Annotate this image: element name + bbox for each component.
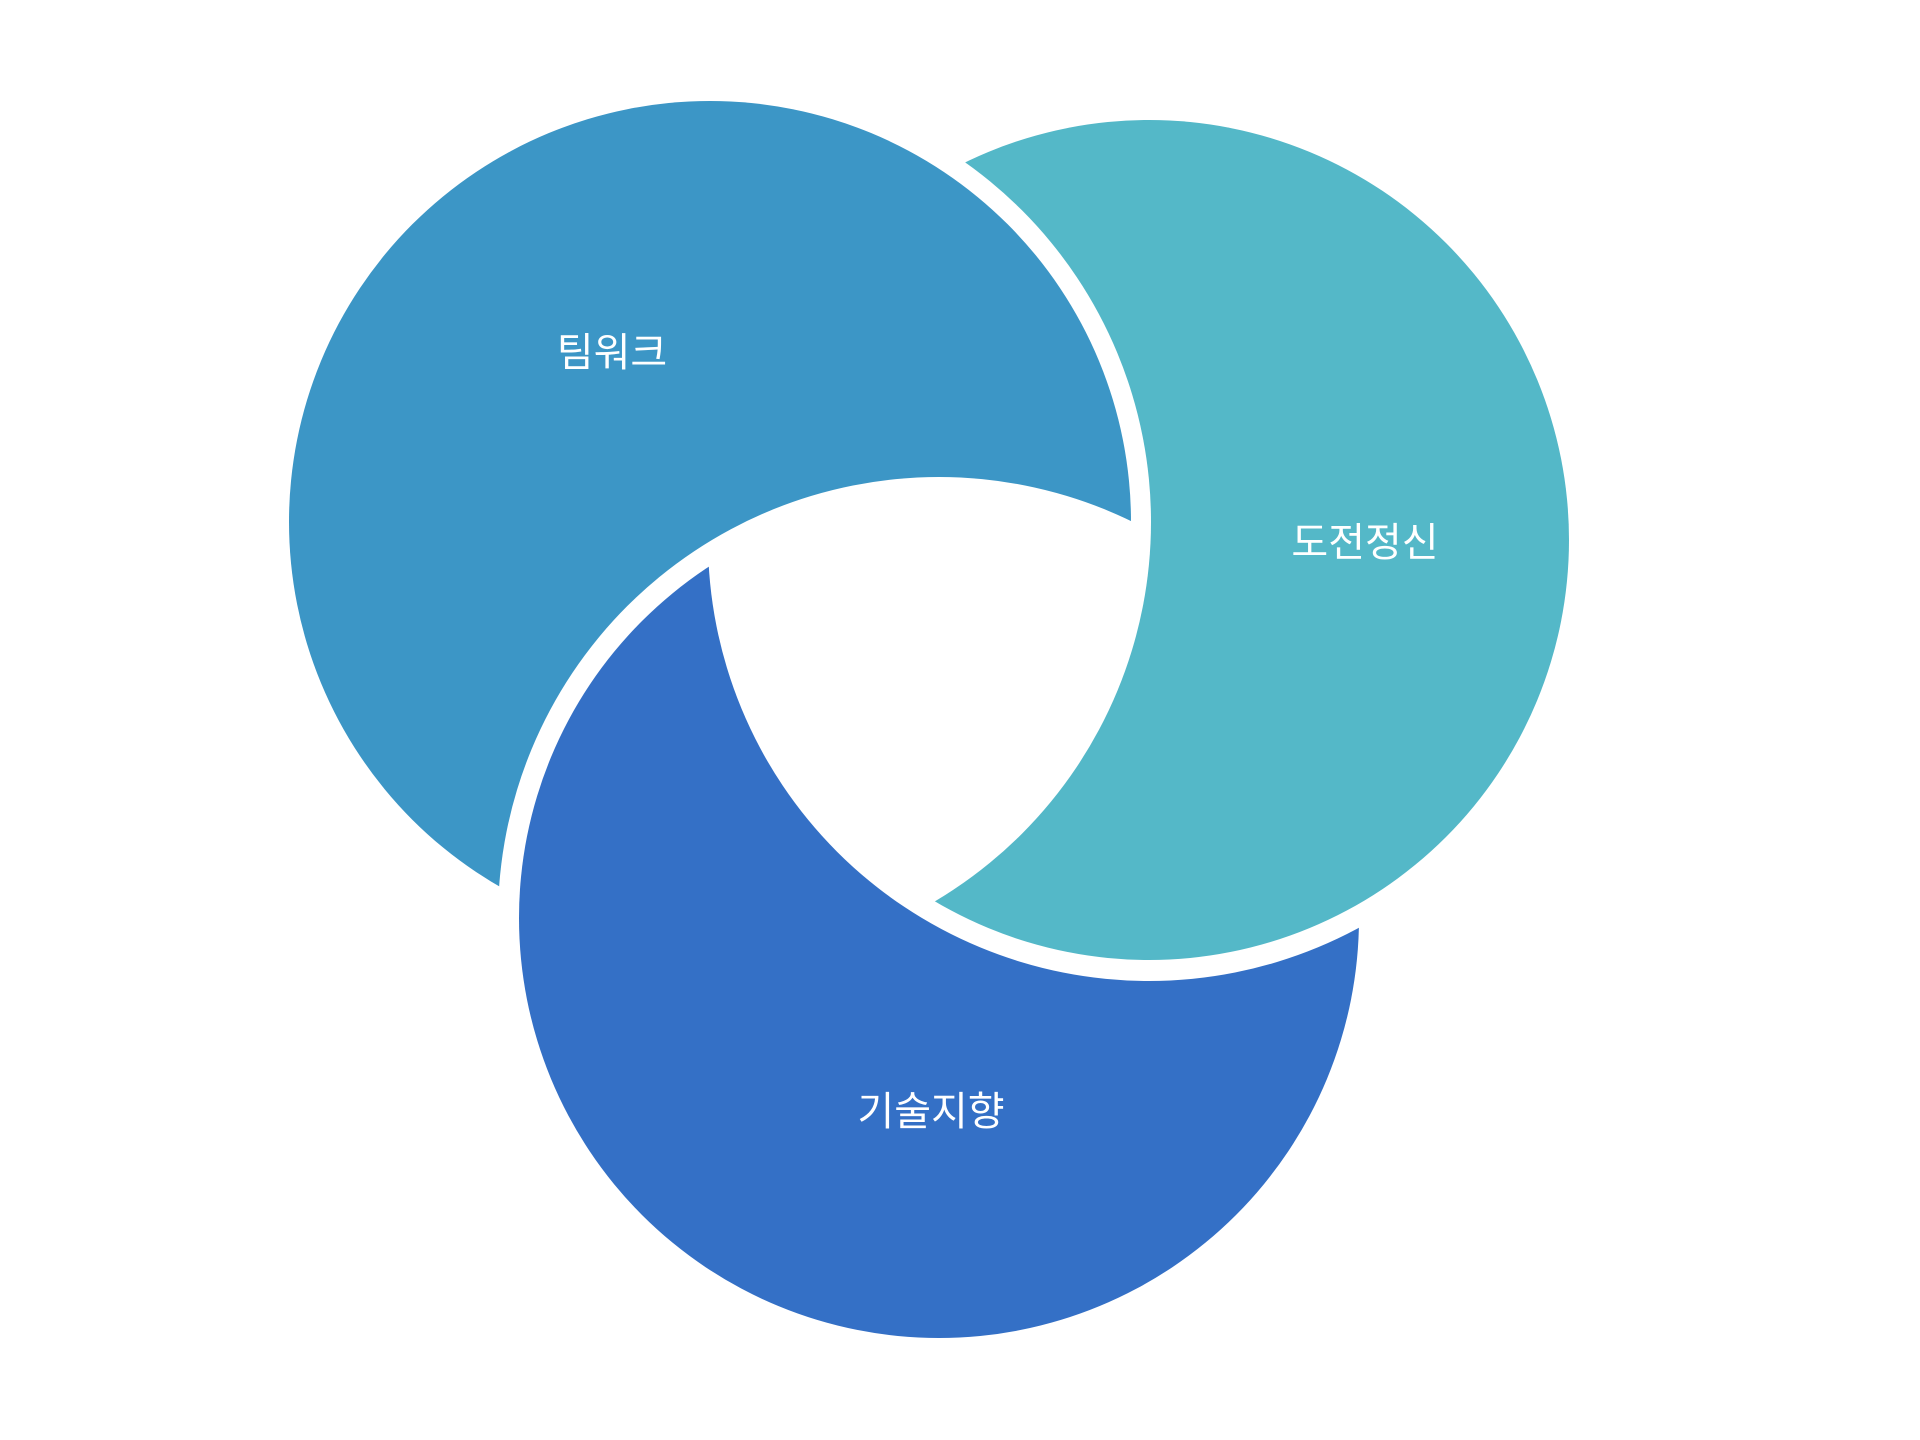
label-technology: 기술지향 — [857, 1089, 1004, 1135]
segment-technology — [519, 498, 1359, 1338]
label-challenge: 도전정신 — [1291, 520, 1438, 566]
label-teamwork: 팀워크 — [557, 330, 667, 376]
